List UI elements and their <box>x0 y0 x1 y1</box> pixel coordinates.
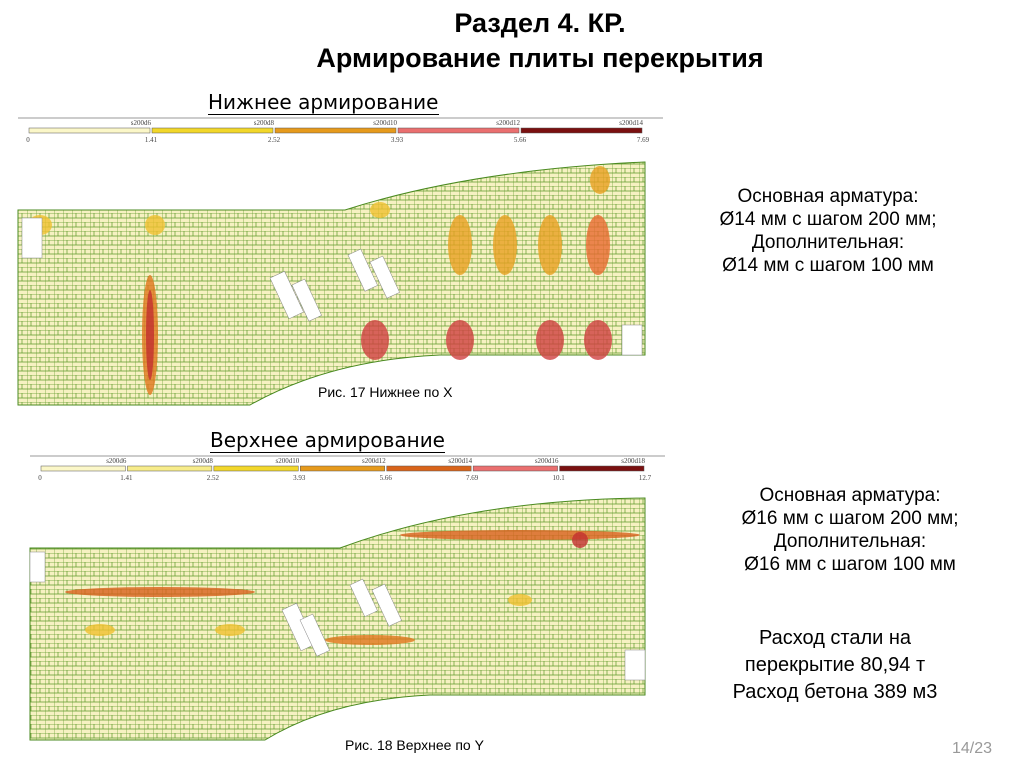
reinforcement-zone <box>538 215 562 275</box>
notes-bottom-reinforcement: Основная арматура:Ø14 мм с шагом 200 мм;… <box>678 185 978 277</box>
legend-label: s200d14 <box>448 457 472 465</box>
figure2-caption: Рис. 18 Верхнее по Y <box>345 737 484 753</box>
slab-opening <box>21 217 43 259</box>
legend-swatch <box>397 127 520 134</box>
reinforcement-zone <box>65 587 255 597</box>
note-line: Основная арматура: <box>759 485 941 506</box>
legend-swatch <box>28 127 151 134</box>
legend-label: s200d6 <box>106 457 127 465</box>
legend-swatch <box>151 127 274 134</box>
note-line: перекрытие 80,94 т <box>744 654 926 676</box>
slide-title-line2: Армирование плиты перекрытия <box>316 43 764 73</box>
page-number: 14/23 <box>952 740 993 757</box>
slab-outline <box>17 161 646 406</box>
legend-value: 2.52 <box>207 474 220 482</box>
figure2-heading: Верхнее армирование <box>210 428 445 453</box>
legend-value: 1.41 <box>145 136 158 144</box>
legend-label: s200d10 <box>276 457 300 465</box>
note-line: Ø14 мм с шагом 100 мм <box>722 255 934 276</box>
legend-label: s200d8 <box>254 119 275 127</box>
legend-swatch <box>300 465 385 472</box>
legend-value: 3.93 <box>391 136 404 144</box>
reinforcement-zone <box>446 320 474 360</box>
reinforcement-zone <box>146 290 154 380</box>
reinforcement-zone <box>584 320 612 360</box>
reinforcement-zone <box>493 215 517 275</box>
legend-swatch <box>386 465 472 472</box>
note-line: Дополнительная: <box>751 232 905 253</box>
slab-opening <box>371 583 402 627</box>
legend-label: s200d14 <box>619 119 643 127</box>
legend-value: 0 <box>26 136 30 144</box>
figure1-caption: Рис. 17 Нижнее по X <box>318 384 453 400</box>
reinforcement-zone <box>586 215 610 275</box>
reinforcement-zone <box>325 635 415 645</box>
slab-opening <box>291 278 322 322</box>
legend-value: 0 <box>38 474 42 482</box>
note-line: Ø16 мм с шагом 100 мм <box>744 554 956 575</box>
legend-swatch <box>559 465 645 472</box>
legend-label: s200d18 <box>621 457 645 465</box>
note-line: Ø14 мм с шагом 200 мм; <box>719 209 937 230</box>
figure1-reinforcement-map <box>17 161 646 406</box>
legend-value: 2.52 <box>268 136 281 144</box>
legend-swatch <box>40 465 126 472</box>
legend-swatch <box>472 465 558 472</box>
legend-label: s200d12 <box>496 119 520 127</box>
legend-value: 12.7 <box>639 474 652 482</box>
reinforcement-zone <box>85 624 115 636</box>
legend-swatch <box>213 465 299 472</box>
figure2-legend: s200d6 s200d8 s200d10 s200d12 s200d14 s200d16… <box>30 455 665 482</box>
reinforcement-zone <box>400 530 640 540</box>
slab-opening <box>349 578 378 618</box>
slab-opening <box>29 551 46 583</box>
notes-top-reinforcement: Основная арматура:Ø16 мм с шагом 200 мм;… <box>700 484 1000 576</box>
legend-value: 5.66 <box>514 136 527 144</box>
figure2-reinforcement-map <box>29 497 646 741</box>
reinforcement-zone <box>361 320 389 360</box>
legend-label: s200d10 <box>373 119 397 127</box>
legend-value: 7.69 <box>466 474 479 482</box>
note-line: Расход стали на <box>758 627 912 649</box>
slab-outline <box>29 497 646 741</box>
figure1-legend: s200d6 s200d8 s200d10 s200d12 s200d14 0 1.41 2.… <box>18 117 663 144</box>
legend-swatch <box>127 465 213 472</box>
legend-swatch <box>520 127 643 134</box>
note-line: Основная арматура: <box>737 186 919 207</box>
reinforcement-zone <box>536 320 564 360</box>
slab-opening <box>347 248 378 292</box>
reinforcement-zone <box>508 594 532 606</box>
slab-opening <box>269 270 304 320</box>
legend-value: 5.66 <box>380 474 393 482</box>
reinforcement-zone <box>370 202 390 218</box>
note-line: Ø16 мм с шагом 200 мм; <box>741 508 959 529</box>
legend-label: s200d16 <box>535 457 559 465</box>
legend-label: s200d6 <box>131 119 152 127</box>
reinforcement-zone <box>448 215 472 275</box>
reinforcement-zone <box>590 166 610 194</box>
notes-consumption: Расход стали на перекрытие 80,94 т Расход … <box>685 625 985 706</box>
legend-value: 7.69 <box>637 136 650 144</box>
slab-opening <box>624 649 646 681</box>
legend-value: 1.41 <box>120 474 133 482</box>
legend-label: s200d8 <box>193 457 214 465</box>
legend-value: 3.93 <box>293 474 306 482</box>
legend-label: s200d12 <box>362 457 386 465</box>
slab-opening <box>621 324 643 356</box>
slab-opening <box>369 255 400 299</box>
reinforcement-zone <box>572 532 588 548</box>
slab-opening <box>299 613 330 657</box>
legend-value: 10.1 <box>552 474 565 482</box>
reinforcement-zone <box>215 624 245 636</box>
legend-swatch <box>274 127 397 134</box>
slide-title-line1: Раздел 4. КР. <box>454 8 626 38</box>
reinforcement-zone <box>145 215 165 235</box>
figure1-heading: Нижнее армирование <box>208 90 439 115</box>
note-line: Расход бетона 389 м3 <box>732 681 938 703</box>
note-line: Дополнительная: <box>773 531 927 552</box>
